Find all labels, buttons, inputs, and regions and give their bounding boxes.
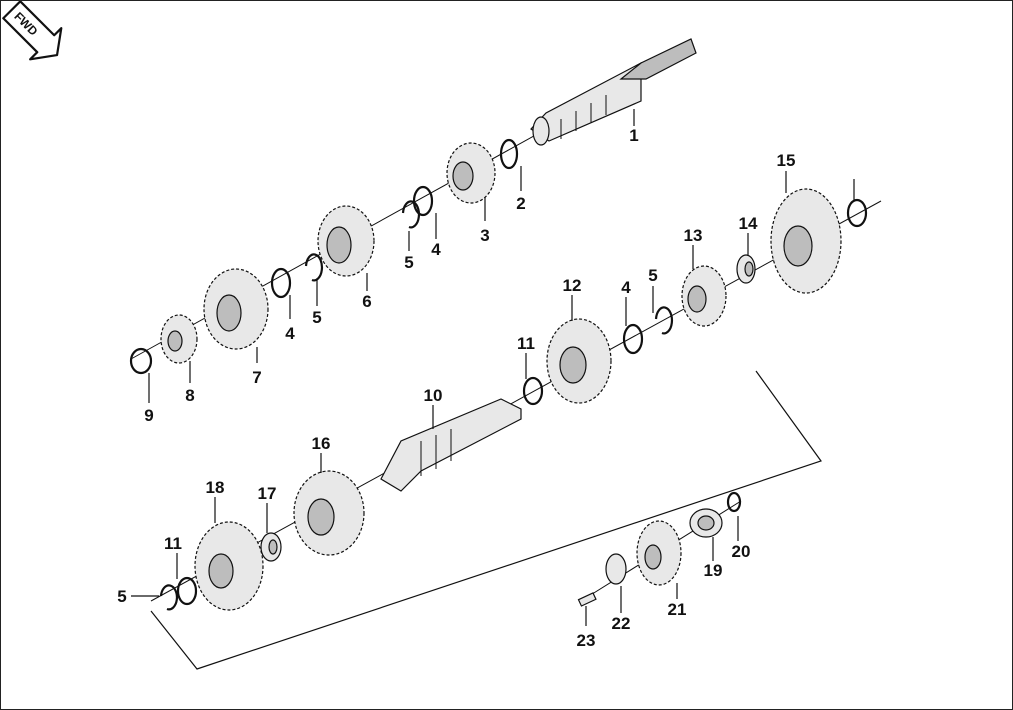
callout-18: 18 (206, 478, 225, 497)
bolt-23 (577, 592, 597, 607)
gear-3 (446, 142, 496, 204)
ring-4c (622, 323, 644, 355)
callout-5: 5 (117, 587, 126, 606)
callout-4: 4 (621, 278, 631, 297)
callout-21: 21 (668, 600, 687, 619)
callout-14: 14 (739, 214, 758, 233)
ring-2 (499, 138, 519, 170)
callout-12: 12 (563, 276, 582, 295)
ring-4b (270, 267, 292, 299)
fwd-badge: FWD (2, 1, 63, 61)
callout-4: 4 (285, 324, 295, 343)
callout-11: 11 (517, 334, 535, 353)
callout-9: 9 (144, 406, 153, 425)
ring-11a (522, 376, 544, 406)
gear-16 (293, 470, 365, 556)
gear-15 (770, 188, 842, 294)
callout-3: 3 (480, 226, 489, 245)
circlip-5a (401, 200, 421, 229)
forward-arrow-icon (2, 1, 63, 61)
callout-4: 4 (431, 240, 441, 259)
sprocket-21 (636, 520, 682, 586)
countershaft (380, 398, 522, 492)
gear-13 (681, 265, 727, 327)
callout-22: 22 (612, 614, 631, 633)
ring-top-right (846, 198, 868, 228)
callout-5: 5 (648, 266, 657, 285)
gear-8 (160, 314, 198, 364)
main-shaft (530, 38, 697, 146)
countershaft-axis (150, 200, 882, 602)
callout-13: 13 (684, 226, 703, 245)
washer-9 (129, 347, 153, 375)
callout-7: 7 (252, 368, 261, 387)
gear-7 (203, 268, 269, 350)
callout-17: 17 (258, 484, 277, 503)
gear-6 (317, 205, 375, 277)
callout-23: 23 (577, 631, 596, 650)
callout-16: 16 (312, 434, 331, 453)
callout-10: 10 (424, 386, 443, 405)
plate-22 (605, 553, 627, 585)
callout-11: 11 (164, 534, 182, 553)
ring-4a (412, 185, 434, 217)
circlip-5d (159, 584, 179, 611)
circlip-5c (654, 306, 674, 335)
gear-18 (194, 521, 264, 611)
assembly-outline (150, 370, 822, 670)
bushing-17 (260, 532, 282, 562)
callout-5: 5 (404, 253, 413, 272)
callout-6: 6 (362, 292, 371, 311)
callout-5: 5 (312, 308, 321, 327)
callout-15: 15 (777, 151, 796, 170)
callout-19: 19 (704, 561, 723, 580)
ring-11b (176, 576, 198, 606)
collar-19 (689, 508, 723, 538)
gear-12 (546, 318, 612, 404)
callout-2: 2 (516, 194, 525, 213)
callout-8: 8 (185, 386, 194, 405)
callout-1: 1 (629, 126, 638, 145)
bushing-14 (736, 254, 756, 284)
callout-20: 20 (732, 542, 751, 561)
oring-20 (726, 491, 742, 513)
circlip-5b (304, 253, 324, 282)
